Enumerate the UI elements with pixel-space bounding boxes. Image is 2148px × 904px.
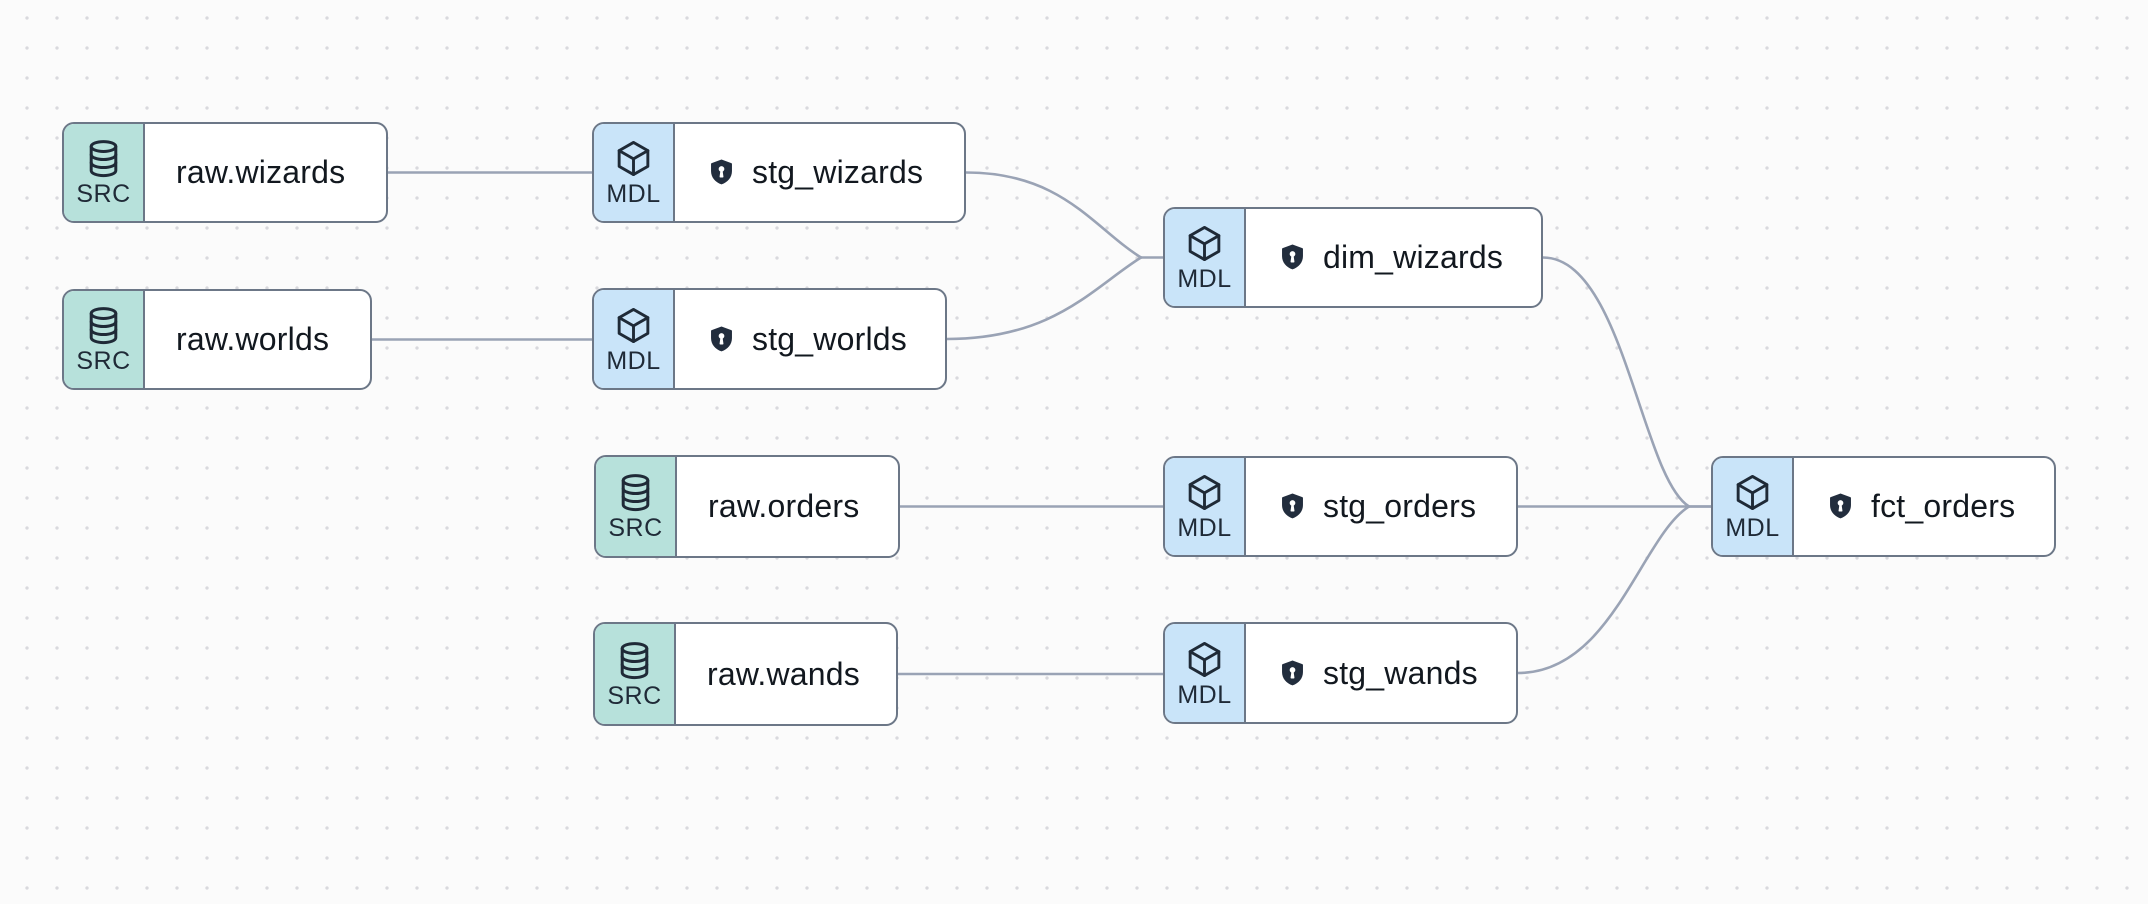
node-body: raw.wands <box>676 624 896 724</box>
node-type-badge: SRC <box>595 624 676 724</box>
node-type-badge: MDL <box>1713 458 1794 555</box>
cube-icon <box>1188 225 1221 262</box>
database-icon <box>89 140 118 178</box>
node-label: raw.wands <box>707 655 860 692</box>
node-label: stg_wizards <box>752 154 924 190</box>
node-stg_worlds[interactable]: MDL stg_worlds <box>592 288 947 390</box>
node-body: stg_orders <box>1246 458 1516 555</box>
node-type-badge: MDL <box>1165 458 1246 555</box>
edge <box>1541 256 1691 508</box>
shield-lock-icon <box>1825 491 1856 522</box>
node-type-badge: MDL <box>594 124 675 221</box>
node-raw_wands[interactable]: SRC raw.wands <box>593 622 898 726</box>
node-stg_wizards[interactable]: MDL stg_wizards <box>592 122 966 223</box>
node-type-label: MDL <box>1177 265 1232 293</box>
node-type-badge: SRC <box>64 291 145 388</box>
database-icon <box>620 641 649 679</box>
node-raw_wizards[interactable]: SRC raw.wizards <box>62 122 388 223</box>
shield-lock-icon <box>1830 493 1851 519</box>
shield-lock-icon <box>1277 242 1308 273</box>
node-label: raw.worlds <box>176 321 330 357</box>
shield-lock-icon <box>706 324 737 355</box>
node-type-label: MDL <box>1725 514 1780 542</box>
node-label: raw.orders <box>708 488 860 524</box>
edge <box>945 256 1143 341</box>
node-stg_orders[interactable]: MDL stg_orders <box>1163 456 1518 557</box>
node-type-badge: SRC <box>596 457 677 556</box>
database-icon <box>89 307 118 345</box>
shield-lock-icon <box>1282 659 1303 685</box>
node-type-badge: MDL <box>594 290 675 388</box>
node-label: fct_orders <box>1871 488 2016 524</box>
node-type-badge: MDL <box>1165 209 1246 306</box>
node-raw_orders[interactable]: SRC raw.orders <box>594 455 900 558</box>
node-type-label: SRC <box>76 347 131 375</box>
node-type-label: SRC <box>607 681 662 710</box>
node-label: stg_orders <box>1323 488 1477 524</box>
node-type-badge: MDL <box>1165 624 1246 722</box>
node-fct_orders[interactable]: MDL fct_orders <box>1711 456 2056 557</box>
node-body: raw.worlds <box>145 291 370 388</box>
node-body: raw.orders <box>677 457 898 556</box>
node-body: dim_wizards <box>1246 209 1541 306</box>
database-icon <box>621 474 650 512</box>
shield-lock-icon <box>706 157 737 188</box>
node-stg_wands[interactable]: MDL stg_wands <box>1163 622 1518 724</box>
node-raw_worlds[interactable]: SRC raw.worlds <box>62 289 372 390</box>
node-type-label: SRC <box>76 180 131 208</box>
shield-lock-icon <box>1282 244 1303 270</box>
node-body: stg_wizards <box>675 124 964 221</box>
cube-icon <box>1188 474 1221 511</box>
node-type-badge: SRC <box>64 124 145 221</box>
node-label: stg_worlds <box>752 320 907 357</box>
node-dim_wizards[interactable]: MDL dim_wizards <box>1163 207 1543 308</box>
node-type-label: MDL <box>606 180 661 208</box>
cube-icon <box>617 140 650 177</box>
node-type-label: MDL <box>1177 680 1232 709</box>
edge <box>964 171 1143 259</box>
edge <box>1516 505 1691 675</box>
cube-icon <box>617 307 650 343</box>
shield-lock-icon <box>711 325 732 351</box>
node-label: dim_wizards <box>1323 239 1504 275</box>
cube-icon <box>1188 641 1221 677</box>
node-body: fct_orders <box>1794 458 2054 555</box>
node-label: stg_wands <box>1323 654 1478 691</box>
node-body: stg_wands <box>1246 624 1516 722</box>
shield-lock-icon <box>711 159 732 185</box>
shield-lock-icon <box>1277 491 1308 522</box>
node-type-label: SRC <box>608 514 663 542</box>
cube-icon <box>1736 474 1769 511</box>
node-type-label: MDL <box>606 346 661 375</box>
node-body: raw.wizards <box>145 124 386 221</box>
shield-lock-icon <box>1277 658 1308 689</box>
shield-lock-icon <box>1282 493 1303 519</box>
node-body: stg_worlds <box>675 290 945 388</box>
node-label: raw.wizards <box>176 154 346 190</box>
node-type-label: MDL <box>1177 514 1232 542</box>
